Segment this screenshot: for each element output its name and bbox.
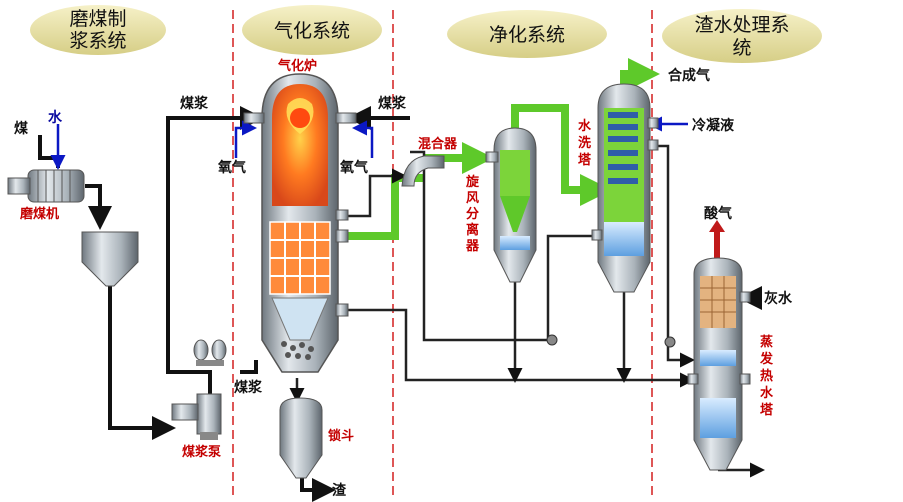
label-syngas: 合成气 — [668, 67, 710, 84]
label-water: 水 — [48, 109, 63, 126]
label-slag: 渣 — [332, 482, 347, 499]
slag-out-pipe — [300, 478, 336, 502]
cyclone-separator — [485, 127, 537, 283]
section-title-slag-water: 渣水处理系 统 — [662, 9, 822, 63]
label-oxygen-right: 氧气 — [339, 159, 368, 176]
slurry-tank — [81, 231, 139, 287]
lock-hopper — [279, 397, 323, 479]
svg-text:风: 风 — [466, 191, 479, 206]
svg-text:蒸: 蒸 — [760, 334, 773, 350]
flash-tower — [687, 257, 751, 471]
cyclone-to-scrubber-pipe — [511, 104, 612, 206]
svg-text:分: 分 — [466, 206, 479, 222]
label-lock-hopper: 锁斗 — [328, 428, 354, 444]
section-title-grinding-line1: 磨煤制 — [69, 8, 126, 30]
section-title-gasification: 气化系统 — [242, 5, 382, 55]
label-flash-tower: 蒸 发 热 水 塔 — [759, 334, 774, 418]
circulation-valve — [546, 334, 558, 346]
label-mixer: 混合器 — [418, 136, 458, 152]
tank-to-pump-pipe — [108, 286, 176, 440]
water-return-pipe — [345, 168, 407, 218]
svg-text:塔: 塔 — [578, 152, 592, 168]
section-title-grinding-line2: 浆系统 — [69, 30, 126, 52]
section-title-purification: 净化系统 — [447, 10, 607, 58]
svg-text:热: 热 — [760, 368, 773, 384]
label-grey-water: 灰水 — [764, 290, 793, 307]
coal-feed-pipe — [38, 135, 60, 168]
section-title-grinding: 磨煤制 浆系统 — [30, 5, 166, 55]
label-acid-gas: 酸气 — [704, 205, 732, 222]
slurry-valve-group — [193, 339, 227, 366]
label-condensate: 冷凝液 — [692, 117, 735, 134]
flash-recycle-pipe — [652, 144, 695, 368]
svg-text:旋: 旋 — [465, 174, 480, 190]
svg-text:水: 水 — [578, 118, 592, 134]
acid-gas-arrowhead — [709, 220, 725, 232]
blackwater-to-flash-pipe — [348, 308, 695, 388]
section-title-slag-water-line1: 渣水处理系 — [694, 14, 789, 36]
label-slurry-pump: 煤浆泵 — [182, 444, 221, 460]
section-title-slag-water-line2: 统 — [732, 37, 751, 59]
label-oxygen-left: 氧气 — [217, 159, 246, 176]
syngas-out-pipe — [620, 58, 660, 90]
svg-text:离: 离 — [466, 222, 479, 238]
oxygen-left-pipe — [234, 120, 257, 158]
slurry-return-pipe — [240, 360, 258, 374]
svg-text:塔: 塔 — [760, 402, 774, 418]
gas-to-mixer-pipe — [345, 174, 424, 240]
label-gasifier: 气化炉 — [278, 58, 317, 74]
label-coal: 煤 — [14, 120, 29, 137]
section-title-purification-text: 净化系统 — [489, 24, 565, 46]
oxygen-right-pipe — [352, 120, 374, 158]
label-scrubber: 水 洗 塔 — [578, 118, 592, 168]
slurry-feed-left-pipe — [166, 106, 264, 395]
slurry-pump — [171, 393, 222, 440]
svg-text:水: 水 — [760, 385, 774, 401]
scrubber-tower — [591, 83, 659, 293]
scrubber-circulation-pipe — [410, 150, 598, 342]
coal-mill — [7, 169, 85, 203]
svg-text:洗: 洗 — [578, 135, 591, 151]
gasifier — [243, 73, 357, 373]
label-cyclone: 旋 风 分 离 器 — [465, 174, 480, 254]
section-title-gasification-text: 气化系统 — [274, 20, 350, 42]
label-mill: 磨煤机 — [20, 206, 59, 222]
svg-text:发: 发 — [759, 351, 774, 367]
mixer — [401, 155, 445, 187]
recycle-valve — [664, 336, 676, 348]
label-slurry-left: 煤浆 — [180, 95, 209, 112]
label-slurry-pump-out: 煤浆 — [234, 379, 263, 396]
svg-text:器: 器 — [465, 239, 480, 254]
label-slurry-right: 煤浆 — [378, 95, 407, 112]
mill-to-tank-pipe — [85, 184, 112, 230]
